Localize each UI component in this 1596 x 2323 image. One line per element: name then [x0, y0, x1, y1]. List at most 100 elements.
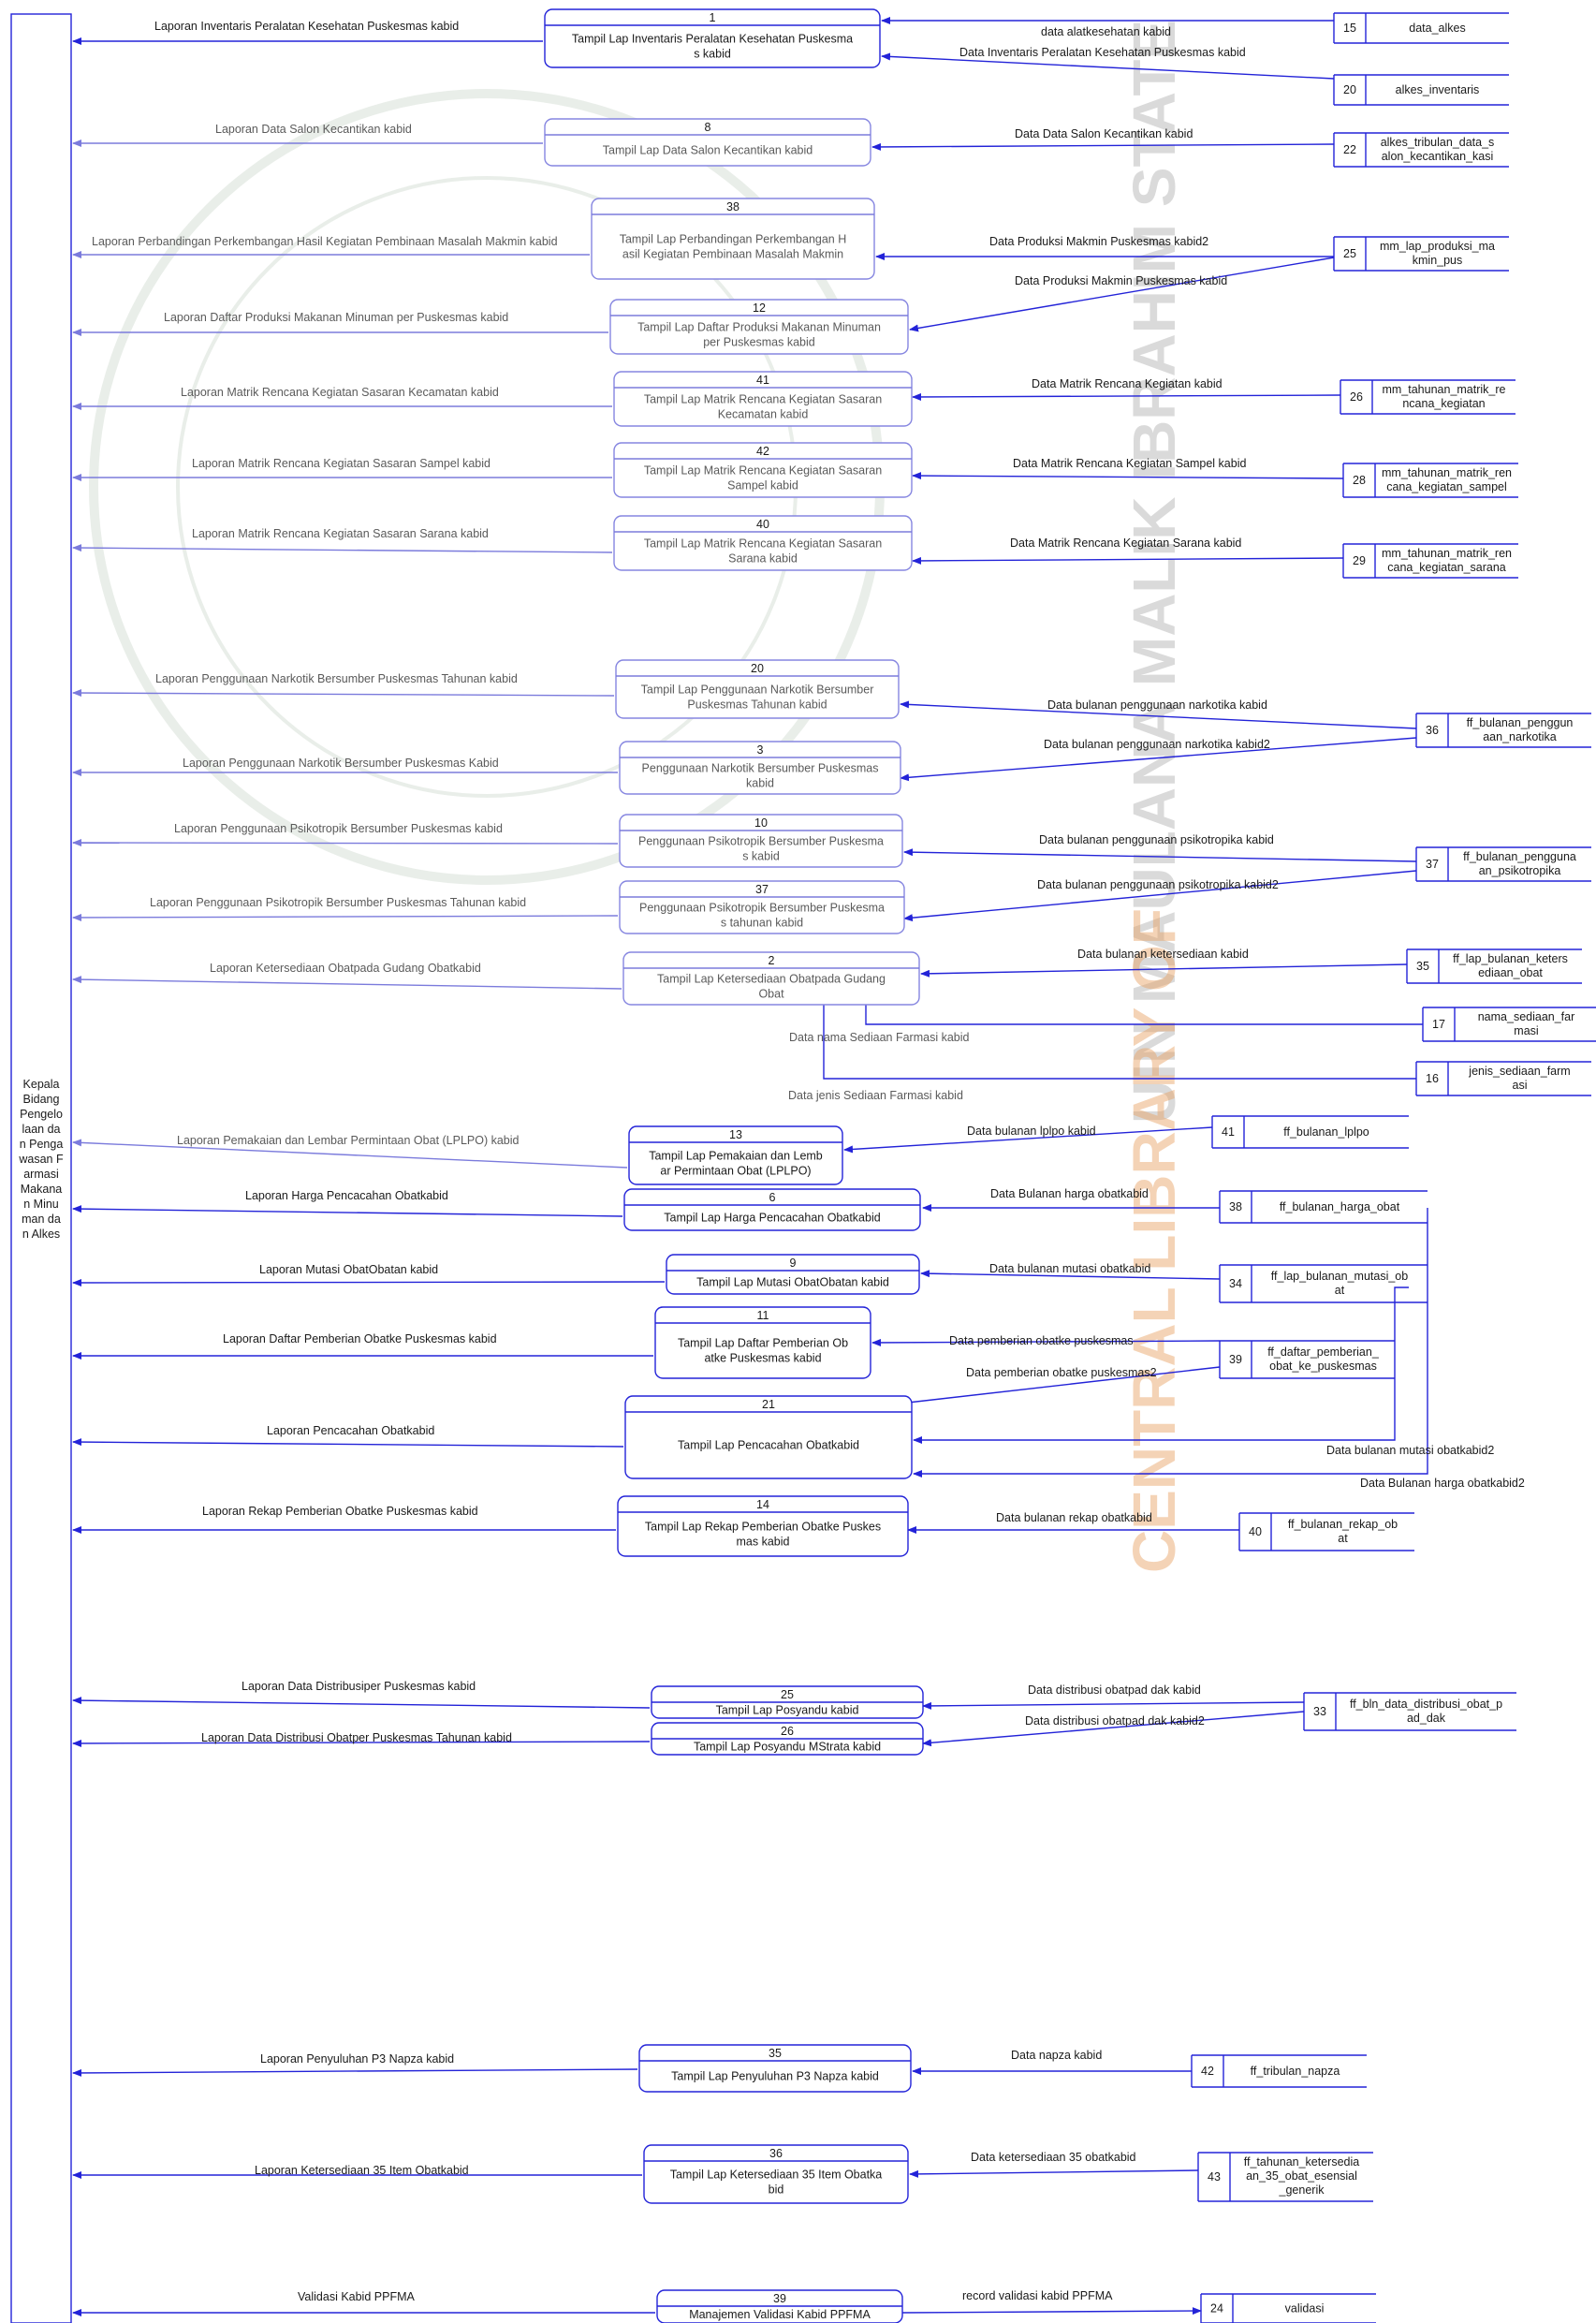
process-number: 8	[705, 121, 711, 134]
input-flow	[903, 870, 1417, 922]
process-number: 35	[769, 2047, 782, 2060]
process-box	[619, 880, 905, 934]
store-name: an_psikotropika	[1479, 864, 1561, 877]
process-number: 9	[790, 1257, 797, 1270]
store-name: alon_kecantikan_kasi	[1382, 150, 1494, 163]
output-flow	[72, 1205, 623, 1217]
output-flow-label: Laporan Penggunaan Narkotik Bersumber Pu…	[155, 672, 518, 685]
store-name: mm_tahunan_matrik_ren	[1382, 547, 1512, 560]
process-box	[654, 1306, 871, 1379]
output-flow	[72, 913, 619, 921]
store-number: 40	[1249, 1525, 1262, 1538]
store-number: 36	[1426, 724, 1439, 737]
input-flow-label: Data pemberian obatke puskesmas2	[966, 1366, 1157, 1379]
output-labels: Laporan Inventaris Peralatan Kesehatan P…	[92, 20, 558, 2303]
store-name: an_35_obat_esensial	[1246, 2169, 1357, 2183]
store-name: ff_lap_bulanan_keters	[1453, 952, 1568, 965]
input-flow	[909, 257, 1335, 332]
store-number: 17	[1432, 1018, 1445, 1031]
input-flow-label: Data Inventaris Peralatan Kesehatan Pusk…	[959, 46, 1246, 59]
output-flow-label: Validasi Kabid PPFMA	[298, 2290, 415, 2303]
process-box	[619, 741, 901, 795]
store-name: asi	[1513, 1079, 1528, 1092]
input-flow-label: Data pemberian obatke puskesmas	[949, 1334, 1134, 1347]
entity-label-line: Kepala	[23, 1078, 60, 1091]
input-flow-label: Data jenis Sediaan Farmasi kabid	[788, 1089, 963, 1102]
output-flow-label: Laporan Matrik Rencana Kegiatan Sasaran …	[192, 527, 489, 540]
process-box	[624, 1395, 913, 1479]
process-label: s kabid	[742, 850, 780, 863]
store-name: ff_lap_bulanan_mutasi_ob	[1271, 1270, 1408, 1283]
store-number: 24	[1210, 2302, 1223, 2316]
store-name: ncana_kegiatan	[1402, 397, 1485, 410]
output-flow	[72, 976, 622, 990]
output-flow	[72, 2068, 638, 2077]
process-box	[615, 659, 900, 719]
input-flow-label: record validasi kabid PPFMA	[962, 2289, 1113, 2302]
process-label: Tampil Lap Penggunaan Narkotik Bersumber	[641, 684, 874, 697]
process-label: Penggunaan Psikotropik Bersumber Puskesm…	[638, 835, 884, 848]
process-box	[622, 951, 920, 1006]
store-name: ff_bulanan_penggun	[1467, 716, 1574, 729]
input-flow	[913, 1208, 1428, 1478]
store-name: kmin_pus	[1413, 254, 1463, 267]
input-flow-label: Data nama Sediaan Farmasi kabid	[789, 1031, 970, 1044]
process-label: Tampil Lap Inventaris Peralatan Kesehata…	[572, 33, 853, 46]
store-name: mm_tahunan_matrik_ren	[1382, 466, 1512, 479]
store-number: 22	[1343, 143, 1356, 156]
process-number: 1	[710, 11, 716, 24]
watermark: UIN MAULANA MALIK IBRAHIM STATE ISLAMIC …	[89, 0, 1188, 1573]
store-number: 43	[1208, 2170, 1221, 2183]
store-name: validasi	[1285, 2302, 1325, 2316]
process-label: Tampil Lap Penyuluhan P3 Napza kabid	[671, 2070, 879, 2083]
process-box	[628, 1125, 843, 1185]
store-name: cana_kegiatan_sampel	[1386, 480, 1507, 493]
store-name: nama_sediaan_far	[1478, 1010, 1575, 1023]
output-flow-label: Laporan Penggunaan Psikotropik Bersumber…	[174, 822, 503, 835]
process-box	[544, 118, 871, 167]
input-flow-label: Data Data Salon Kecantikan kabid	[1015, 127, 1193, 140]
process-box	[643, 2144, 909, 2204]
process-number: 20	[751, 662, 764, 675]
input-flow	[922, 1711, 1305, 1747]
input-flow	[881, 52, 1335, 80]
process-number: 38	[726, 200, 739, 213]
input-flow-label: Data Matrik Rencana Kegiatan Sarana kabi…	[1010, 537, 1241, 550]
process-label: per Puskesmas kabid	[703, 336, 815, 349]
process-label: mas kabid	[737, 1536, 790, 1549]
output-flow-label: Laporan Perbandingan Perkembangan Hasil …	[92, 235, 558, 248]
process-box	[666, 1254, 920, 1295]
store-name: aan_narkotika	[1483, 730, 1557, 743]
input-flow	[912, 556, 1344, 565]
process-label: kabid	[746, 777, 774, 790]
process-number: 39	[773, 2292, 786, 2305]
store-name: at	[1338, 1532, 1348, 1545]
output-flow	[72, 1278, 666, 1286]
output-flow-label: Laporan Penyuluhan P3 Napza kabid	[260, 2052, 454, 2066]
input-flow-label: Data bulanan penggunaan psikotropika kab…	[1037, 878, 1279, 891]
process-label: s tahunan kabid	[721, 917, 803, 930]
process-number: 21	[762, 1398, 775, 1411]
process-box	[638, 2044, 912, 2093]
process-label: Manajemen Validasi Kabid PPFMA	[689, 2308, 871, 2321]
store-number: 42	[1201, 2065, 1214, 2078]
process-number: 3	[757, 743, 764, 757]
store-number: 37	[1426, 858, 1439, 871]
process-label: asil Kegiatan Pembinaan Masalah Makmin	[622, 248, 843, 261]
input-flow	[820, 992, 1416, 1080]
output-flow-label: Laporan Matrik Rencana Kegiatan Sasaran …	[192, 457, 491, 470]
